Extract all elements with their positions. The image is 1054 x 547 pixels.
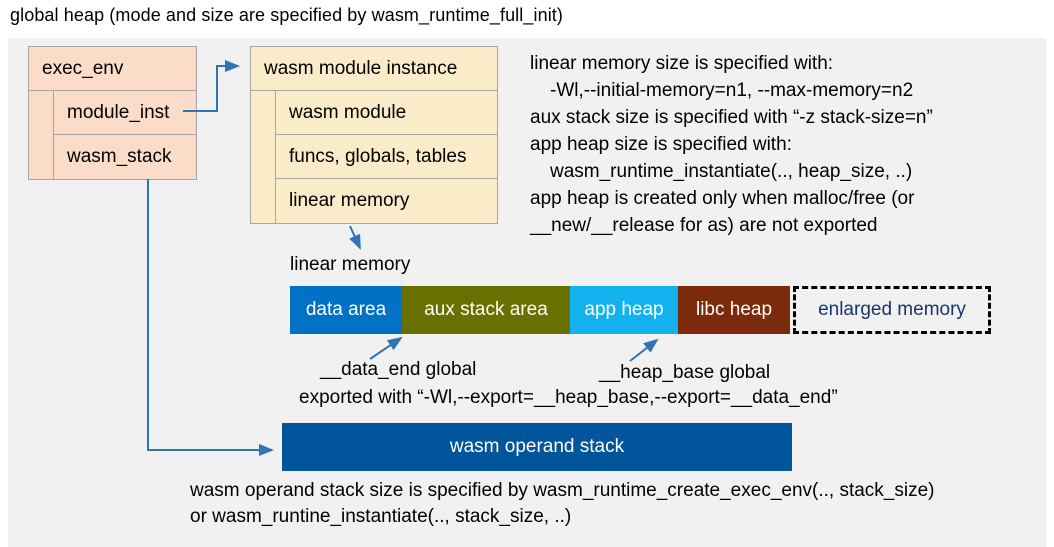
segment-aux-stack-area: aux stack area [402, 286, 570, 334]
segment-libc-heap: libc heap [678, 286, 790, 334]
module-instance-row-funcs-globals-tables: funcs, globals, tables [275, 135, 497, 179]
segment-enlarged-memory: enlarged memory [793, 286, 991, 334]
module-instance-box: wasm module instance wasm module funcs, … [250, 46, 498, 224]
note-line: aux stack size is specified with “-z sta… [530, 107, 933, 128]
segment-data-area: data area [290, 286, 402, 334]
exec-env-header: exec_env [29, 47, 196, 91]
heap-base-annotation: __heap_base global [599, 362, 771, 383]
exec-env-box: exec_env module_inst wasm_stack [28, 46, 197, 180]
module-instance-header: wasm module instance [251, 47, 497, 91]
linear-memory-label: linear memory [290, 254, 411, 275]
note-line: app heap is created only when malloc/fre… [530, 188, 915, 209]
note-line: wasm_runtime_instantiate(.., heap_size, … [550, 161, 913, 182]
module-instance-row-linear-memory: linear memory [275, 179, 497, 223]
wasm-operand-stack-bar: wasm operand stack [282, 423, 792, 471]
note-line: linear memory size is specified with: [530, 53, 834, 74]
operand-stack-note-line2: or wasm_runtine_instantiate(.., stack_si… [190, 506, 572, 527]
data-end-annotation: __data_end global [320, 359, 477, 380]
segment-app-heap: app heap [570, 286, 678, 334]
module-instance-row-wasm-module: wasm module [275, 91, 497, 135]
diagram-title: global heap (mode and size are specified… [10, 5, 563, 25]
operand-stack-note-line1: wasm operand stack size is specified by … [190, 480, 935, 501]
note-line: __new/__release for as) are not exported [530, 215, 878, 236]
exported-annotation: exported with “-Wl,--export=__heap_base,… [299, 387, 838, 408]
note-line: -Wl,--initial-memory=n1, --max-memory=n2 [550, 80, 914, 101]
note-line: app heap size is specified with: [530, 134, 792, 155]
memory-size-notes: linear memory size is specified with: -W… [530, 50, 933, 239]
exec-env-row-module-inst: module_inst [53, 91, 196, 135]
linear-memory-bar: data area aux stack area app heap libc h… [290, 286, 790, 334]
exec-env-row-wasm-stack: wasm_stack [53, 135, 196, 179]
